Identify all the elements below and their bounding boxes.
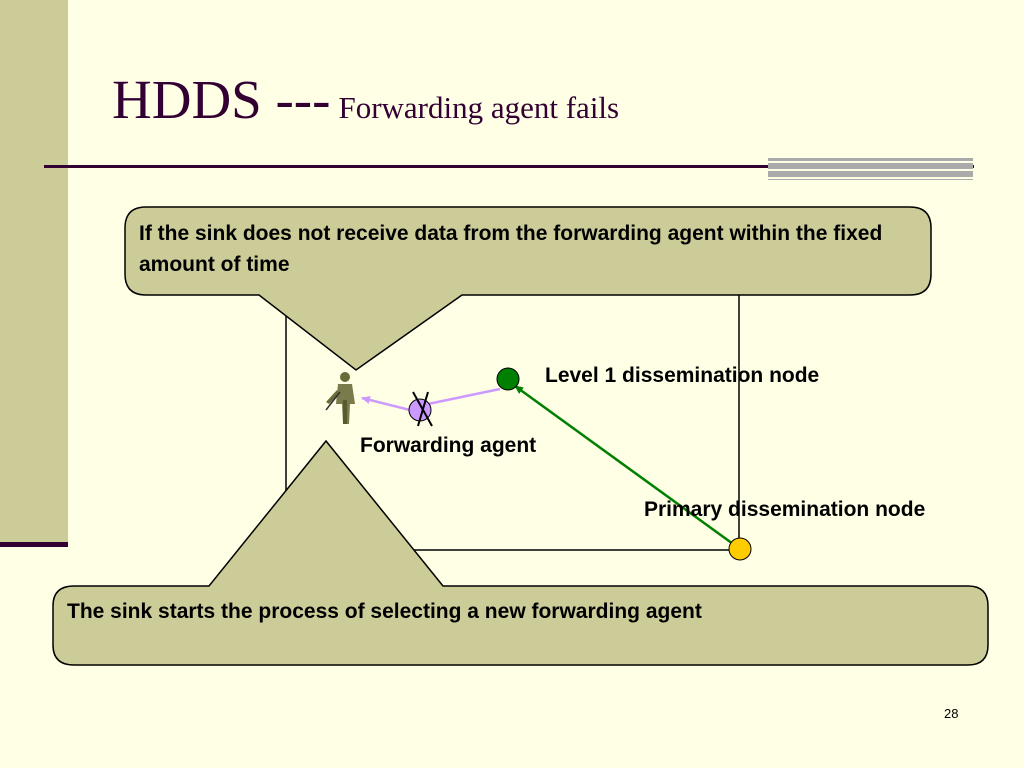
soldier-icon	[325, 372, 355, 424]
primary-to-level1-link	[514, 384, 741, 551]
top-callout-bubble	[124, 206, 932, 371]
forwarding-to-sink-link	[361, 396, 411, 412]
top-callout-text: If the sink does not receive data from t…	[139, 222, 883, 276]
bottom-callout-bubble	[52, 439, 989, 666]
primary-node-label: Primary dissemination node	[644, 498, 926, 521]
title-accent-stripes	[768, 158, 973, 180]
sidebar-decoration	[0, 0, 68, 545]
forwarding-agent-label: Forwarding agent	[360, 434, 537, 457]
title-subtitle: Forwarding agent fails	[338, 90, 620, 125]
x-mark-icon	[412, 391, 433, 427]
title-underline	[44, 165, 974, 168]
level1-node-label: Level 1 dissemination node	[545, 364, 820, 387]
page-number: 28	[944, 706, 959, 721]
title-main: HDDS ---	[112, 69, 331, 130]
level1-dissemination-node	[496, 367, 520, 391]
sidebar-base-line	[0, 542, 68, 547]
primary-dissemination-node	[728, 537, 752, 561]
bottom-callout-text: The sink starts the process of selecting…	[67, 600, 702, 623]
level1-to-forwarding-link	[427, 387, 501, 406]
slide-title: HDDS ---Forwarding agent fails	[112, 68, 619, 131]
